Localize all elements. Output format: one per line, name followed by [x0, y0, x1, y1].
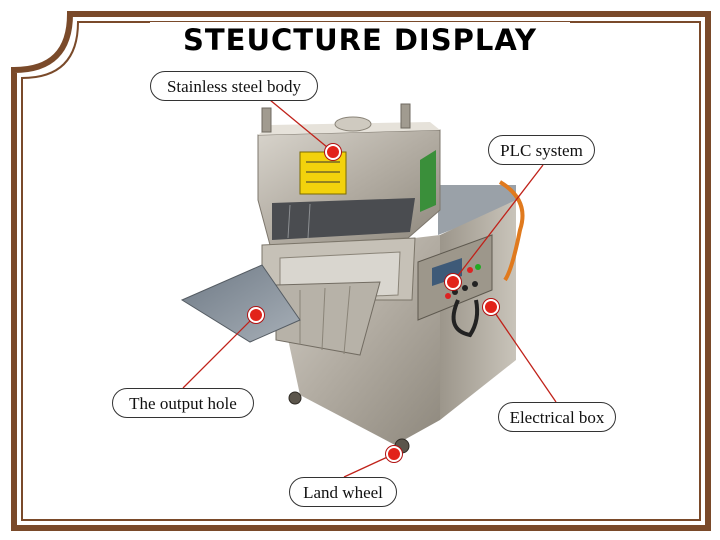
plc-screen	[432, 258, 462, 286]
rear-wheel	[288, 391, 302, 405]
left-post	[261, 107, 272, 133]
output-tray	[180, 264, 301, 343]
leader-output	[182, 314, 257, 389]
callout-stainless-steel-body: Stainless steel body	[150, 71, 318, 101]
callout-plc-system: PLC system	[488, 135, 595, 165]
marker-electrical	[483, 299, 499, 315]
leader-wheel	[343, 453, 395, 478]
leader-plc	[452, 164, 544, 283]
callout-electrical-box: Electrical box	[498, 402, 616, 432]
marker-body	[325, 144, 341, 160]
leader-body	[269, 99, 334, 153]
top-dome	[334, 116, 372, 132]
callout-output-hole: The output hole	[112, 388, 254, 418]
right-post	[400, 103, 411, 129]
side-logo	[420, 150, 436, 212]
marker-output	[248, 307, 264, 323]
warning-sticker	[299, 151, 347, 195]
page-title: STEUCTURE DISPLAY	[150, 22, 570, 58]
leader-electrical	[490, 306, 557, 403]
power-cable	[498, 180, 525, 282]
feed-window	[272, 198, 415, 240]
control-cable	[451, 299, 480, 338]
rear-top-surface	[438, 185, 516, 235]
marker-wheel	[386, 446, 402, 462]
callout-land-wheel: Land wheel	[289, 477, 397, 507]
marker-plc	[445, 274, 461, 290]
